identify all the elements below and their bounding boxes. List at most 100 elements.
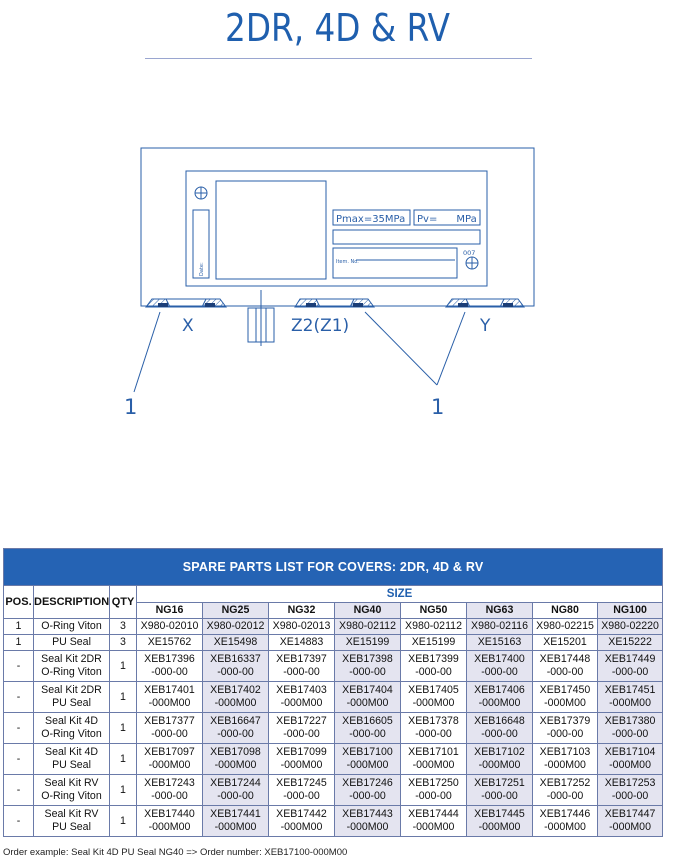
row-pos: 1 <box>3 634 34 651</box>
cell-line: -000M00 <box>148 759 191 771</box>
part-number-cell: XEB17104-000M00 <box>596 743 664 775</box>
item-box-top <box>332 229 481 245</box>
part-number-cell: XEB16605-000-00 <box>334 712 401 744</box>
cell-line: O-Ring Viton <box>41 790 102 802</box>
leader-right-a <box>364 311 438 386</box>
cell-line: XEB17404 <box>342 684 393 696</box>
cell-line: PU Seal <box>52 759 91 771</box>
seal-x <box>145 298 227 308</box>
col-qty: QTY <box>109 585 137 619</box>
part-number-cell: XEB17397-000-00 <box>268 650 335 682</box>
part-number-cell: XEB16647-000-00 <box>202 712 269 744</box>
part-number-cell: XEB17250-000-00 <box>400 774 467 806</box>
cell-line: -000M00 <box>346 697 389 709</box>
cell-line: XEB17451 <box>604 684 656 696</box>
size-header: NG100 <box>596 602 664 619</box>
cell-line: XEB17397 <box>276 653 327 665</box>
cell-line: -000-00 <box>611 790 649 802</box>
nameplate <box>185 170 488 287</box>
cell-line: XE15201 <box>543 636 587 648</box>
part-number-cell: X980-02220 <box>596 618 664 635</box>
col-description: DESCRIPTION <box>33 585 110 619</box>
cell-line: -000M00 <box>280 821 323 833</box>
row-pos: - <box>3 743 34 775</box>
cell-line: -000-00 <box>546 790 584 802</box>
order-example: Order example: Seal Kit 4D PU Seal NG40 … <box>3 847 348 858</box>
part-number-cell: XEB16337-000-00 <box>202 650 269 682</box>
part-number-cell: XEB17378-000-00 <box>400 712 467 744</box>
cell-line: -000-00 <box>283 666 320 678</box>
part-number-cell: XE15201 <box>532 634 598 651</box>
cell-line: Seal Kit RV <box>44 777 99 789</box>
part-number-cell: XEB17377-000-00 <box>136 712 203 744</box>
cell-line: -000-00 <box>151 666 188 678</box>
part-number-cell: XEB17405-000M00 <box>400 681 467 713</box>
cell-line: XEB17440 <box>144 808 195 820</box>
cell-line: -000-00 <box>415 728 452 740</box>
part-number-cell: XEB17100-000M00 <box>334 743 401 775</box>
cell-line: -000-00 <box>349 728 386 740</box>
cell-line: PU Seal <box>52 636 91 648</box>
cell-line: XEB17227 <box>276 715 327 727</box>
cell-line: XEB17102 <box>474 746 525 758</box>
part-number-cell: XEB17444-000M00 <box>400 805 467 837</box>
cell-line: XE15222 <box>608 636 652 648</box>
cell-line: XEB17398 <box>342 653 393 665</box>
part-number-cell: XEB17441-000M00 <box>202 805 269 837</box>
row-qty: 1 <box>109 650 137 682</box>
cell-line: XEB17378 <box>408 715 459 727</box>
part-number-cell: XEB17400-000-00 <box>466 650 533 682</box>
cell-line: XEB17401 <box>144 684 195 696</box>
cell-line: PU Seal <box>52 821 91 833</box>
cell-line: -000-00 <box>151 790 188 802</box>
table-title: SPARE PARTS LIST FOR COVERS: 2DR, 4D & R… <box>2 548 664 586</box>
part-number-cell: XEB17401-000M00 <box>136 681 203 713</box>
pmax-box <box>332 209 411 226</box>
cell-line: -000-00 <box>151 728 188 740</box>
cell-line: X980-02112 <box>339 620 396 632</box>
title-rule <box>145 58 532 59</box>
cell-line: X980-02112 <box>405 620 462 632</box>
part-number-cell: XEB17243-000-00 <box>136 774 203 806</box>
cell-line: -000-00 <box>481 728 518 740</box>
cell-line: XEB17403 <box>276 684 327 696</box>
cell-line: XEB17099 <box>276 746 327 758</box>
cell-line: XEB17396 <box>144 653 195 665</box>
size-header: NG63 <box>466 602 533 619</box>
cell-line: XEB17442 <box>276 808 327 820</box>
cell-line: XEB17103 <box>539 746 591 758</box>
cell-line: XEB17245 <box>276 777 327 789</box>
seal-z <box>294 298 375 308</box>
part-number-cell: X980-02112 <box>334 618 401 635</box>
row-pos: - <box>3 650 34 682</box>
cell-line: XEB17448 <box>539 653 591 665</box>
item-label: Item. No. <box>336 259 359 265</box>
port-y-label: Y <box>479 316 491 336</box>
cell-line: XEB17443 <box>342 808 393 820</box>
row-pos: - <box>3 805 34 837</box>
col-size: SIZE <box>135 585 664 603</box>
cell-line: XE14883 <box>279 636 324 648</box>
cell-line: XEB17246 <box>342 777 393 789</box>
part-number-cell: XEB17245-000-00 <box>268 774 335 806</box>
cell-line: XEB17450 <box>539 684 591 696</box>
cell-line: XE15762 <box>147 636 192 648</box>
cell-line: XEB17380 <box>604 715 656 727</box>
part-number-cell: X980-02010 <box>136 618 203 635</box>
cell-line: -000-00 <box>217 790 254 802</box>
cell-line: XEB16605 <box>342 715 393 727</box>
cell-line: PU Seal <box>52 697 91 709</box>
part-number-cell: XEB17396-000-00 <box>136 650 203 682</box>
pv-label: Pv= MPa <box>417 214 477 225</box>
cell-line: -000-00 <box>546 666 584 678</box>
part-number-cell: XEB17399-000-00 <box>400 650 467 682</box>
cell-line: XEB17406 <box>474 684 525 696</box>
cell-line: XEB17449 <box>604 653 656 665</box>
cell-line: -000-00 <box>283 728 320 740</box>
cell-line: XEB17098 <box>210 746 261 758</box>
part-number-cell: XEB17099-000M00 <box>268 743 335 775</box>
part-number-cell: XEB17406-000M00 <box>466 681 533 713</box>
